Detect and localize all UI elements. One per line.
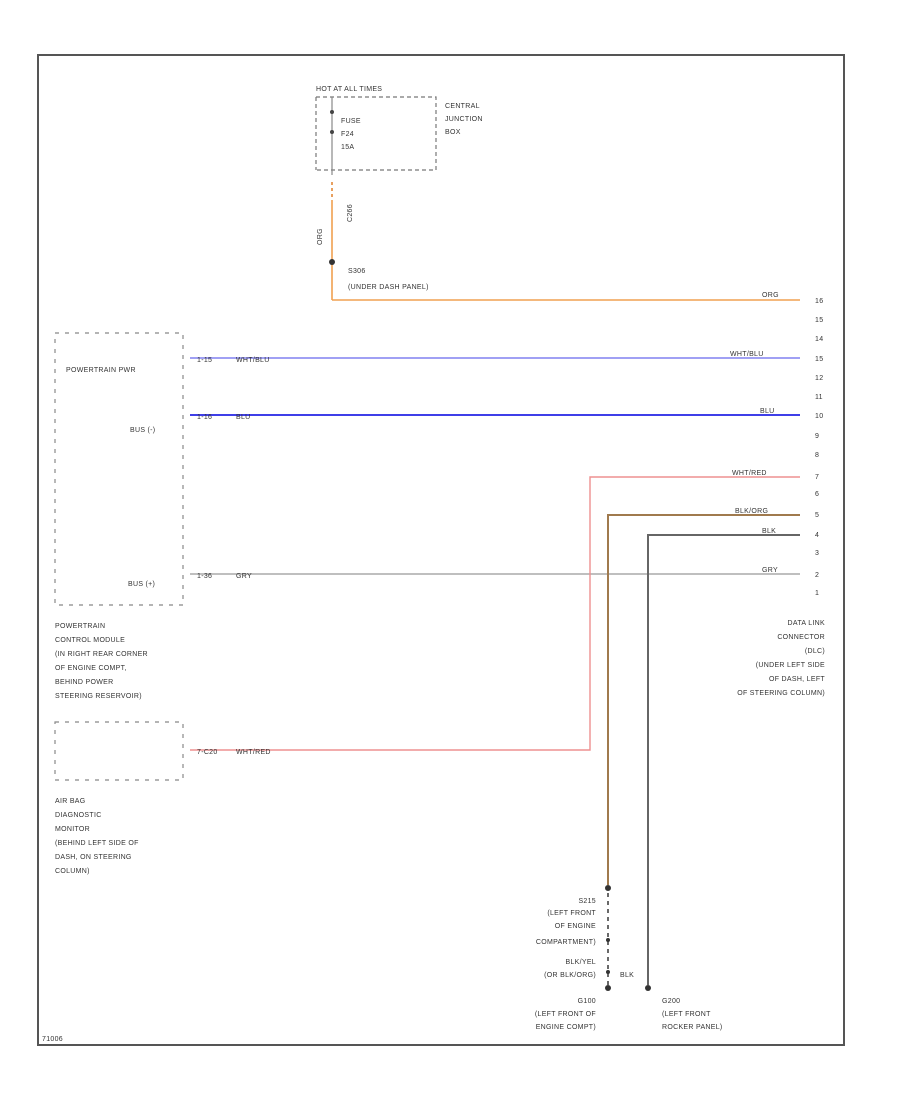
fuse-label-2: F24 xyxy=(341,131,354,138)
ground-g100: G100 (LEFT FRONT OF ENGINE COMPT) xyxy=(535,985,611,1031)
wire-gry: 1-36 GRY GRY 2 xyxy=(190,567,819,580)
pcm-caption-3: (IN RIGHT REAR CORNER xyxy=(55,651,148,658)
s215-label-3: OF ENGINE xyxy=(555,923,596,930)
abm-caption-6: COLUMN) xyxy=(55,868,90,875)
dlc-pin-11: 11 xyxy=(815,394,823,401)
splice-id: S306 xyxy=(348,268,366,275)
wire-blk-org-dlc-pin: 5 xyxy=(815,512,819,519)
dlc-pin-15: 15 xyxy=(815,317,823,324)
ground-blk-label: BLK xyxy=(620,972,634,979)
junction-label-2: JUNCTION xyxy=(445,116,483,123)
fuse-label-3: 15A xyxy=(341,144,354,151)
wire-blk-org-dlc-label: BLK/ORG xyxy=(735,508,768,515)
wire-wht-red-dlc-label: WHT/RED xyxy=(732,470,767,477)
dlc-pin-14: 14 xyxy=(815,336,823,343)
pcm-caption-1: POWERTRAIN xyxy=(55,623,105,630)
wire-blk: BLK 4 xyxy=(647,528,819,985)
wire-wht-blu-right-label: WHT/BLU xyxy=(730,351,764,358)
splice-s215: S215 (LEFT FRONT OF ENGINE COMPARTMENT) … xyxy=(536,885,634,985)
wire-blu-right-label: BLU xyxy=(760,408,775,415)
alt-wire-label-1: BLK/YEL xyxy=(565,959,596,966)
abm-caption-4: (BEHIND LEFT SIDE OF xyxy=(55,840,139,847)
dlc-caption-1: DATA LINK xyxy=(788,620,825,627)
g200-label-1: G200 xyxy=(662,998,680,1005)
fuse-label-1: FUSE xyxy=(341,118,361,125)
abm-caption-2: DIAGNOSTIC xyxy=(55,812,102,819)
ground-g200: G200 (LEFT FRONT ROCKER PANEL) xyxy=(645,985,723,1031)
wire-org-dlc-label: ORG xyxy=(762,292,779,299)
wire-wht-red: WHT/RED 7 7-C20 WHT/RED xyxy=(190,470,819,756)
dlc-pin-8: 8 xyxy=(815,452,819,459)
air-bag-diagnostic-monitor xyxy=(54,721,184,781)
pcm-caption-2: CONTROL MODULE xyxy=(55,637,125,644)
pcm-bus-plus: BUS (+) xyxy=(128,581,155,588)
wire-blu-left-label: BLU xyxy=(236,414,251,421)
abm-caption-3: MONITOR xyxy=(55,826,90,833)
diagram-code: 71006 xyxy=(42,1036,63,1043)
splice-location: (UNDER DASH PANEL) xyxy=(348,284,429,291)
dlc-caption: DATA LINK CONNECTOR (DLC) (UNDER LEFT SI… xyxy=(737,620,825,697)
wire-blu: 1-16 BLU BLU 10 xyxy=(190,408,823,421)
splice-s306-dot xyxy=(329,259,335,265)
dlc-pin-12: 12 xyxy=(815,375,823,382)
s215-label-4: COMPARTMENT) xyxy=(536,939,596,946)
dlc-pin-1: 1 xyxy=(815,590,819,597)
wire-blk-dlc-pin: 4 xyxy=(815,532,819,539)
wire-gry-right-label: GRY xyxy=(762,567,778,574)
wire-blk-org: BLK/ORG 5 xyxy=(607,508,819,885)
g100-label-2: (LEFT FRONT OF xyxy=(535,1011,596,1018)
wire-blk-dlc-label: BLK xyxy=(762,528,776,535)
wire-wht-blu-left-label: WHT/BLU xyxy=(236,357,270,364)
wire-blu-left-pin: 1-16 xyxy=(197,414,212,421)
central-junction-box: HOT AT ALL TIMES FUSE F24 15A CENTRAL JU… xyxy=(315,86,483,175)
dlc-caption-4: (UNDER LEFT SIDE xyxy=(756,662,825,669)
wire-gry-left-label: GRY xyxy=(236,573,252,580)
dlc-pin-3: 3 xyxy=(815,550,819,557)
dlc-pin-column: 15 14 12 11 9 8 6 3 1 xyxy=(815,317,823,597)
wire-wht-blu: 1-15 WHT/BLU WHT/BLU 15 xyxy=(190,351,823,364)
junction-label-3: BOX xyxy=(445,129,461,136)
abm-caption: AIR BAG DIAGNOSTIC MONITOR (BEHIND LEFT … xyxy=(55,798,139,875)
g100-label-3: ENGINE COMPT) xyxy=(536,1024,596,1031)
pcm-bus-minus: BUS (-) xyxy=(130,427,155,434)
pcm-caption-5: BEHIND POWER xyxy=(55,679,113,686)
powertrain-control-module: POWERTRAIN PWR BUS (-) BUS (+) xyxy=(54,332,184,606)
dlc-caption-5: OF DASH, LEFT xyxy=(769,676,825,683)
abm-caption-1: AIR BAG xyxy=(55,798,86,805)
wire-blu-right-pin: 10 xyxy=(815,413,823,420)
junction-label-1: CENTRAL xyxy=(445,103,480,110)
g100-label-1: G100 xyxy=(578,998,596,1005)
dlc-caption-6: OF STEERING COLUMN) xyxy=(737,690,825,697)
s215-label-1: S215 xyxy=(578,898,596,905)
pcm-caption-4: OF ENGINE COMPT, xyxy=(55,665,127,672)
wire-wht-red-abm-pin: 7-C20 xyxy=(197,749,218,756)
wire-wht-red-dlc-pin: 7 xyxy=(815,474,819,481)
dlc-pin-9: 9 xyxy=(815,433,819,440)
pcm-caption-6: STEERING RESERVOIR) xyxy=(55,693,142,700)
dlc-caption-2: CONNECTOR xyxy=(777,634,825,641)
wire-wht-red-abm-label: WHT/RED xyxy=(236,749,271,756)
abm-caption-5: DASH, ON STEERING xyxy=(55,854,132,861)
g200-label-3: ROCKER PANEL) xyxy=(662,1024,723,1031)
pcm-title: POWERTRAIN PWR xyxy=(66,367,136,374)
dlc-caption-3: (DLC) xyxy=(805,648,825,655)
pcm-caption: POWERTRAIN CONTROL MODULE (IN RIGHT REAR… xyxy=(55,623,148,700)
wire-gry-right-pin: 2 xyxy=(815,572,819,579)
dlc-pin-top: 16 xyxy=(815,298,823,305)
wire-org-circuit-label: C266 xyxy=(347,204,354,222)
dlc-pin-6: 6 xyxy=(815,491,819,498)
alt-wire-label-2: (OR BLK/ORG) xyxy=(544,972,596,979)
diagram-frame xyxy=(37,54,845,1046)
fuse-hot-label: HOT AT ALL TIMES xyxy=(316,86,382,93)
wire-wht-blu-left-pin: 1-15 xyxy=(197,357,212,364)
wire-org-color-label: ORG xyxy=(317,228,324,245)
g200-label-2: (LEFT FRONT xyxy=(662,1011,711,1018)
s215-label-2: (LEFT FRONT xyxy=(547,910,596,917)
wire-wht-blu-right-pin: 15 xyxy=(815,356,823,363)
wire-gry-left-pin: 1-36 xyxy=(197,573,212,580)
